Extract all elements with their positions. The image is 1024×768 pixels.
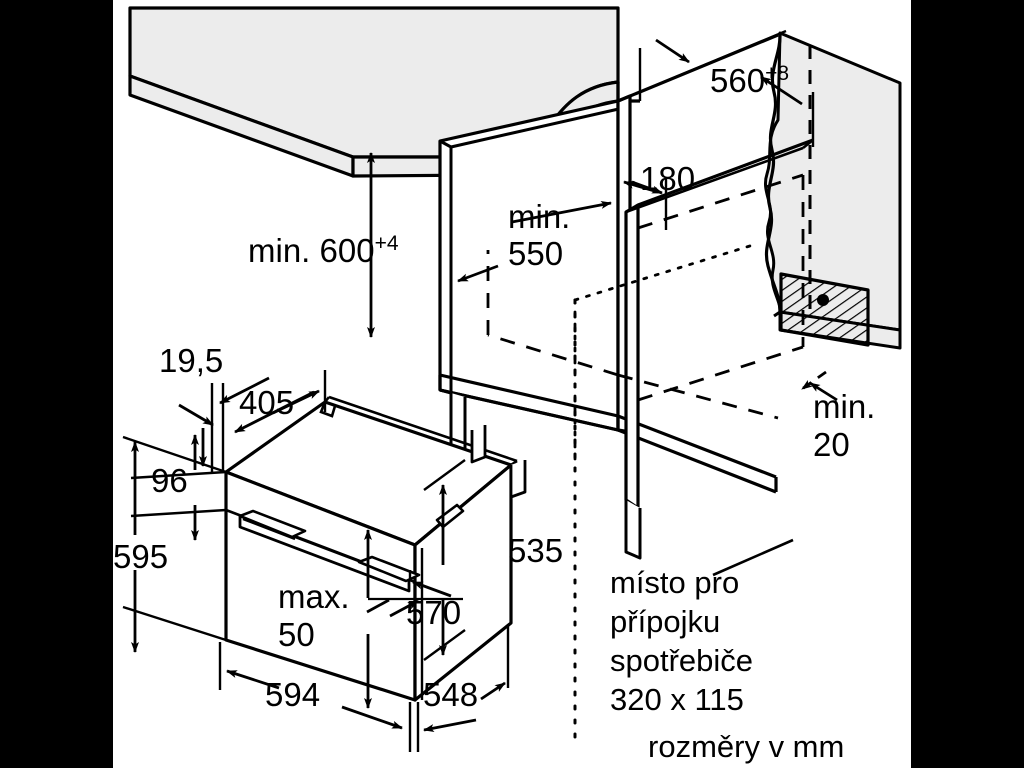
dim-180-line (616, 150, 668, 230)
dim-label-570: 570 (406, 594, 461, 631)
countertop-panel (128, 6, 640, 178)
dim-label-50-prefix: max. (278, 578, 350, 615)
oven-appliance (224, 395, 527, 702)
note-line-1: místo pro (610, 565, 739, 600)
dim-label-550-value: 550 (508, 235, 563, 272)
note-line-4: 320 x 115 (610, 682, 744, 717)
dim-535-line (423, 459, 466, 661)
dim-label-535: 535 (508, 532, 563, 569)
dim-label-20-value: 20 (813, 426, 850, 463)
dim-20-leader (801, 370, 838, 402)
technical-drawing-canvas: 560+8 min. 600+4 min. 550 (113, 0, 911, 768)
note-line-3: spotřebiče (610, 643, 753, 678)
dim-548-line (416, 625, 510, 752)
dim-label-96: 96 (151, 462, 188, 499)
cabinet-niche (438, 29, 787, 494)
dim-label-600: min. 600+4 (248, 232, 399, 269)
dim-label-550-prefix: min. (508, 198, 570, 235)
dim-50-leader (366, 570, 463, 618)
installation-drawing: 560+8 min. 600+4 min. 550 (113, 6, 902, 764)
dim-label-560: 560+8 (710, 62, 789, 99)
dim-label-195: 19,5 (159, 342, 223, 379)
dim-195-line (178, 376, 270, 472)
dim-595-line (122, 435, 227, 653)
dim-550-leader (457, 200, 612, 283)
connection-box-hatched (779, 272, 870, 347)
dim-label-405: 405 (239, 384, 294, 421)
dim-560-line (638, 38, 815, 147)
dim-594-line (218, 642, 412, 752)
note-leader-line (712, 538, 794, 577)
units-label: rozměry v mm (648, 729, 844, 764)
dim-label-20-prefix: min. (813, 388, 875, 425)
dim-label-548: 548 (423, 676, 478, 713)
dim-label-50-value: 50 (278, 616, 315, 653)
dim-label-594: 594 (265, 676, 320, 713)
letterbox-left (0, 0, 113, 768)
dim-label-595: 595 (113, 538, 168, 575)
dim-label-180: 180 (640, 160, 695, 197)
letterbox-right (911, 0, 1024, 768)
dim-96-line (130, 434, 227, 541)
dim-405-line (234, 370, 327, 434)
note-line-2: přípojku (610, 604, 720, 639)
